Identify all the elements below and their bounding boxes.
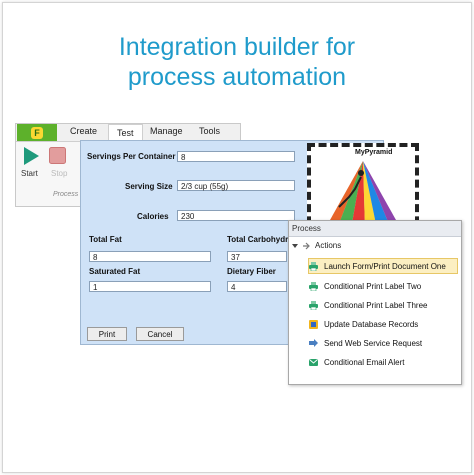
headline-line-2: process automation [127,63,347,91]
mypyramid-title: MyPyramid [355,149,393,156]
saturated-fat-label: Saturated Fat [89,267,141,276]
headline-line-1: Integration builder for [118,33,356,61]
collapse-triangle-icon[interactable] [292,243,298,249]
start-play-icon[interactable] [22,146,40,166]
calories-input[interactable]: 230 [177,210,295,221]
tab-tools[interactable]: Tools [199,126,221,136]
tab-create[interactable]: Create [70,126,98,136]
printer-icon [309,261,318,271]
total-carb-input[interactable]: 37 [227,251,287,262]
process-item-label: Launch Form/Print Document One [324,261,446,271]
servings-input[interactable]: 8 [177,151,295,162]
process-item-email-alert[interactable]: Conditional Email Alert [309,354,459,370]
serving-size-input[interactable]: 2/3 cup (55g) [177,180,295,191]
cancel-button[interactable]: Cancel [136,327,184,341]
process-item-label: Send Web Service Request [324,338,423,348]
serving-size-label: Serving Size [125,182,173,191]
tab-test[interactable]: Test [108,124,143,142]
servings-label: Servings Per Container [87,152,176,161]
print-button[interactable]: Print [87,327,127,341]
database-icon [309,319,318,329]
actions-label: Actions [315,241,342,250]
app-menu-button[interactable]: F [17,124,57,141]
process-item-label: Conditional Print Label Three [324,300,428,310]
process-item-web-service[interactable]: Send Web Service Request [309,335,459,351]
printer-icon [309,300,318,310]
web-service-icon [309,338,318,347]
process-item-print-label-two[interactable]: Conditional Print Label Two [309,278,459,294]
dietary-fiber-input[interactable]: 4 [227,281,287,292]
ribbon-tab-bar: F Create Test Manage Tools [16,124,240,142]
total-carb-label: Total Carbohydr [227,235,289,244]
total-fat-label: Total Fat [89,235,122,244]
tab-manage[interactable]: Manage [150,126,183,136]
total-fat-input[interactable]: 8 [89,251,211,262]
dietary-fiber-label: Dietary Fiber [227,267,276,276]
process-item-label: Conditional Email Alert [324,357,405,367]
saturated-fat-input[interactable]: 1 [89,281,211,292]
process-panel-title: Process [289,221,461,237]
ribbon-group-label: Process [53,191,79,198]
calories-label: Calories [137,212,169,221]
actions-tree-root[interactable]: Actions [292,241,341,250]
process-panel: Process Actions Launch Form/Print Docume… [288,220,462,385]
stop-button-label[interactable]: Stop [51,169,68,178]
process-item-update-database[interactable]: Update Database Records [309,316,459,332]
pyramid-illustration [318,161,402,251]
stop-icon[interactable] [49,147,66,164]
printer-icon [309,281,318,291]
app-logo-icon: F [31,126,43,139]
process-item-label: Conditional Print Label Two [324,281,422,291]
process-item-launch-form[interactable]: Launch Form/Print Document One [308,258,458,274]
process-item-print-label-three[interactable]: Conditional Print Label Three [309,297,459,313]
start-button-label[interactable]: Start [21,169,38,178]
actions-arrow-icon [303,242,310,250]
email-icon [309,358,318,366]
process-item-label: Update Database Records [324,319,419,329]
